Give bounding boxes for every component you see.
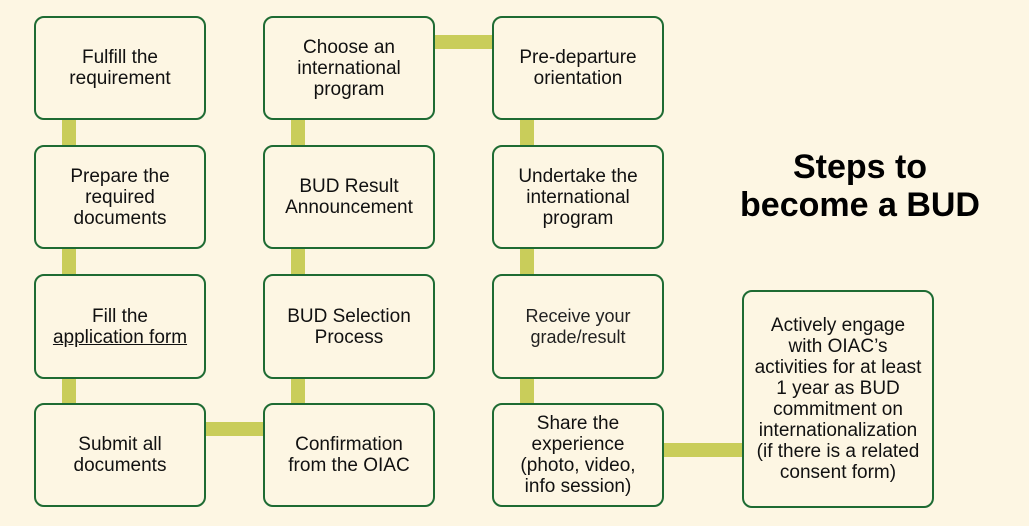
step-label: BUD Result Announcement: [285, 176, 413, 218]
connector: [664, 443, 744, 457]
connector: [62, 377, 76, 405]
step-receive-grade: Receive your grade/result: [492, 274, 664, 379]
connector: [520, 118, 534, 147]
step-predeparture: Pre-departure orientation: [492, 16, 664, 120]
connector: [520, 247, 534, 276]
connector: [434, 35, 493, 49]
step-label: Actively engage with OIAC’s activities f…: [754, 315, 922, 483]
step-choose-program: Choose an international program: [263, 16, 435, 120]
step-label: Share the experience (photo, video, info…: [520, 413, 636, 497]
step-label: Fill the application form: [53, 306, 187, 348]
step-prepare-documents: Prepare the required documents: [34, 145, 206, 249]
step-bud-result: BUD Result Announcement: [263, 145, 435, 249]
step-confirmation: Confirmation from the OIAC: [263, 403, 435, 507]
step-label: Receive your grade/result: [525, 305, 631, 347]
step-label: BUD Selection Process: [287, 305, 411, 348]
connector: [291, 118, 305, 147]
connector: [62, 118, 76, 147]
connector: [291, 247, 305, 276]
connector: [206, 422, 264, 436]
step-label: Fulfill the requirement: [69, 47, 171, 89]
step-share-experience: Share the experience (photo, video, info…: [492, 403, 664, 507]
step-label: Submit all documents: [73, 434, 167, 476]
step-label: Confirmation from the OIAC: [288, 434, 410, 476]
step-fulfill-requirement: Fulfill the requirement: [34, 16, 206, 120]
step-label: Undertake the international program: [518, 165, 638, 229]
step-label: Pre-departure orientation: [519, 47, 637, 89]
connector: [520, 377, 534, 405]
diagram-title: Steps to become a BUD: [740, 148, 980, 224]
step-label-prefix: Fill the: [92, 305, 148, 327]
step-label: Prepare the required documents: [70, 165, 170, 229]
step-bud-selection: BUD Selection Process: [263, 274, 435, 379]
step-submit-documents: Submit all documents: [34, 403, 206, 507]
step-label: Choose an international program: [297, 36, 401, 100]
step-undertake-program: Undertake the international program: [492, 145, 664, 249]
step-fill-application: Fill the application form: [34, 274, 206, 379]
step-actively-engage: Actively engage with OIAC’s activities f…: [742, 290, 934, 508]
connector: [62, 247, 76, 276]
connector: [291, 377, 305, 405]
application-form-link[interactable]: application form: [52, 326, 188, 348]
